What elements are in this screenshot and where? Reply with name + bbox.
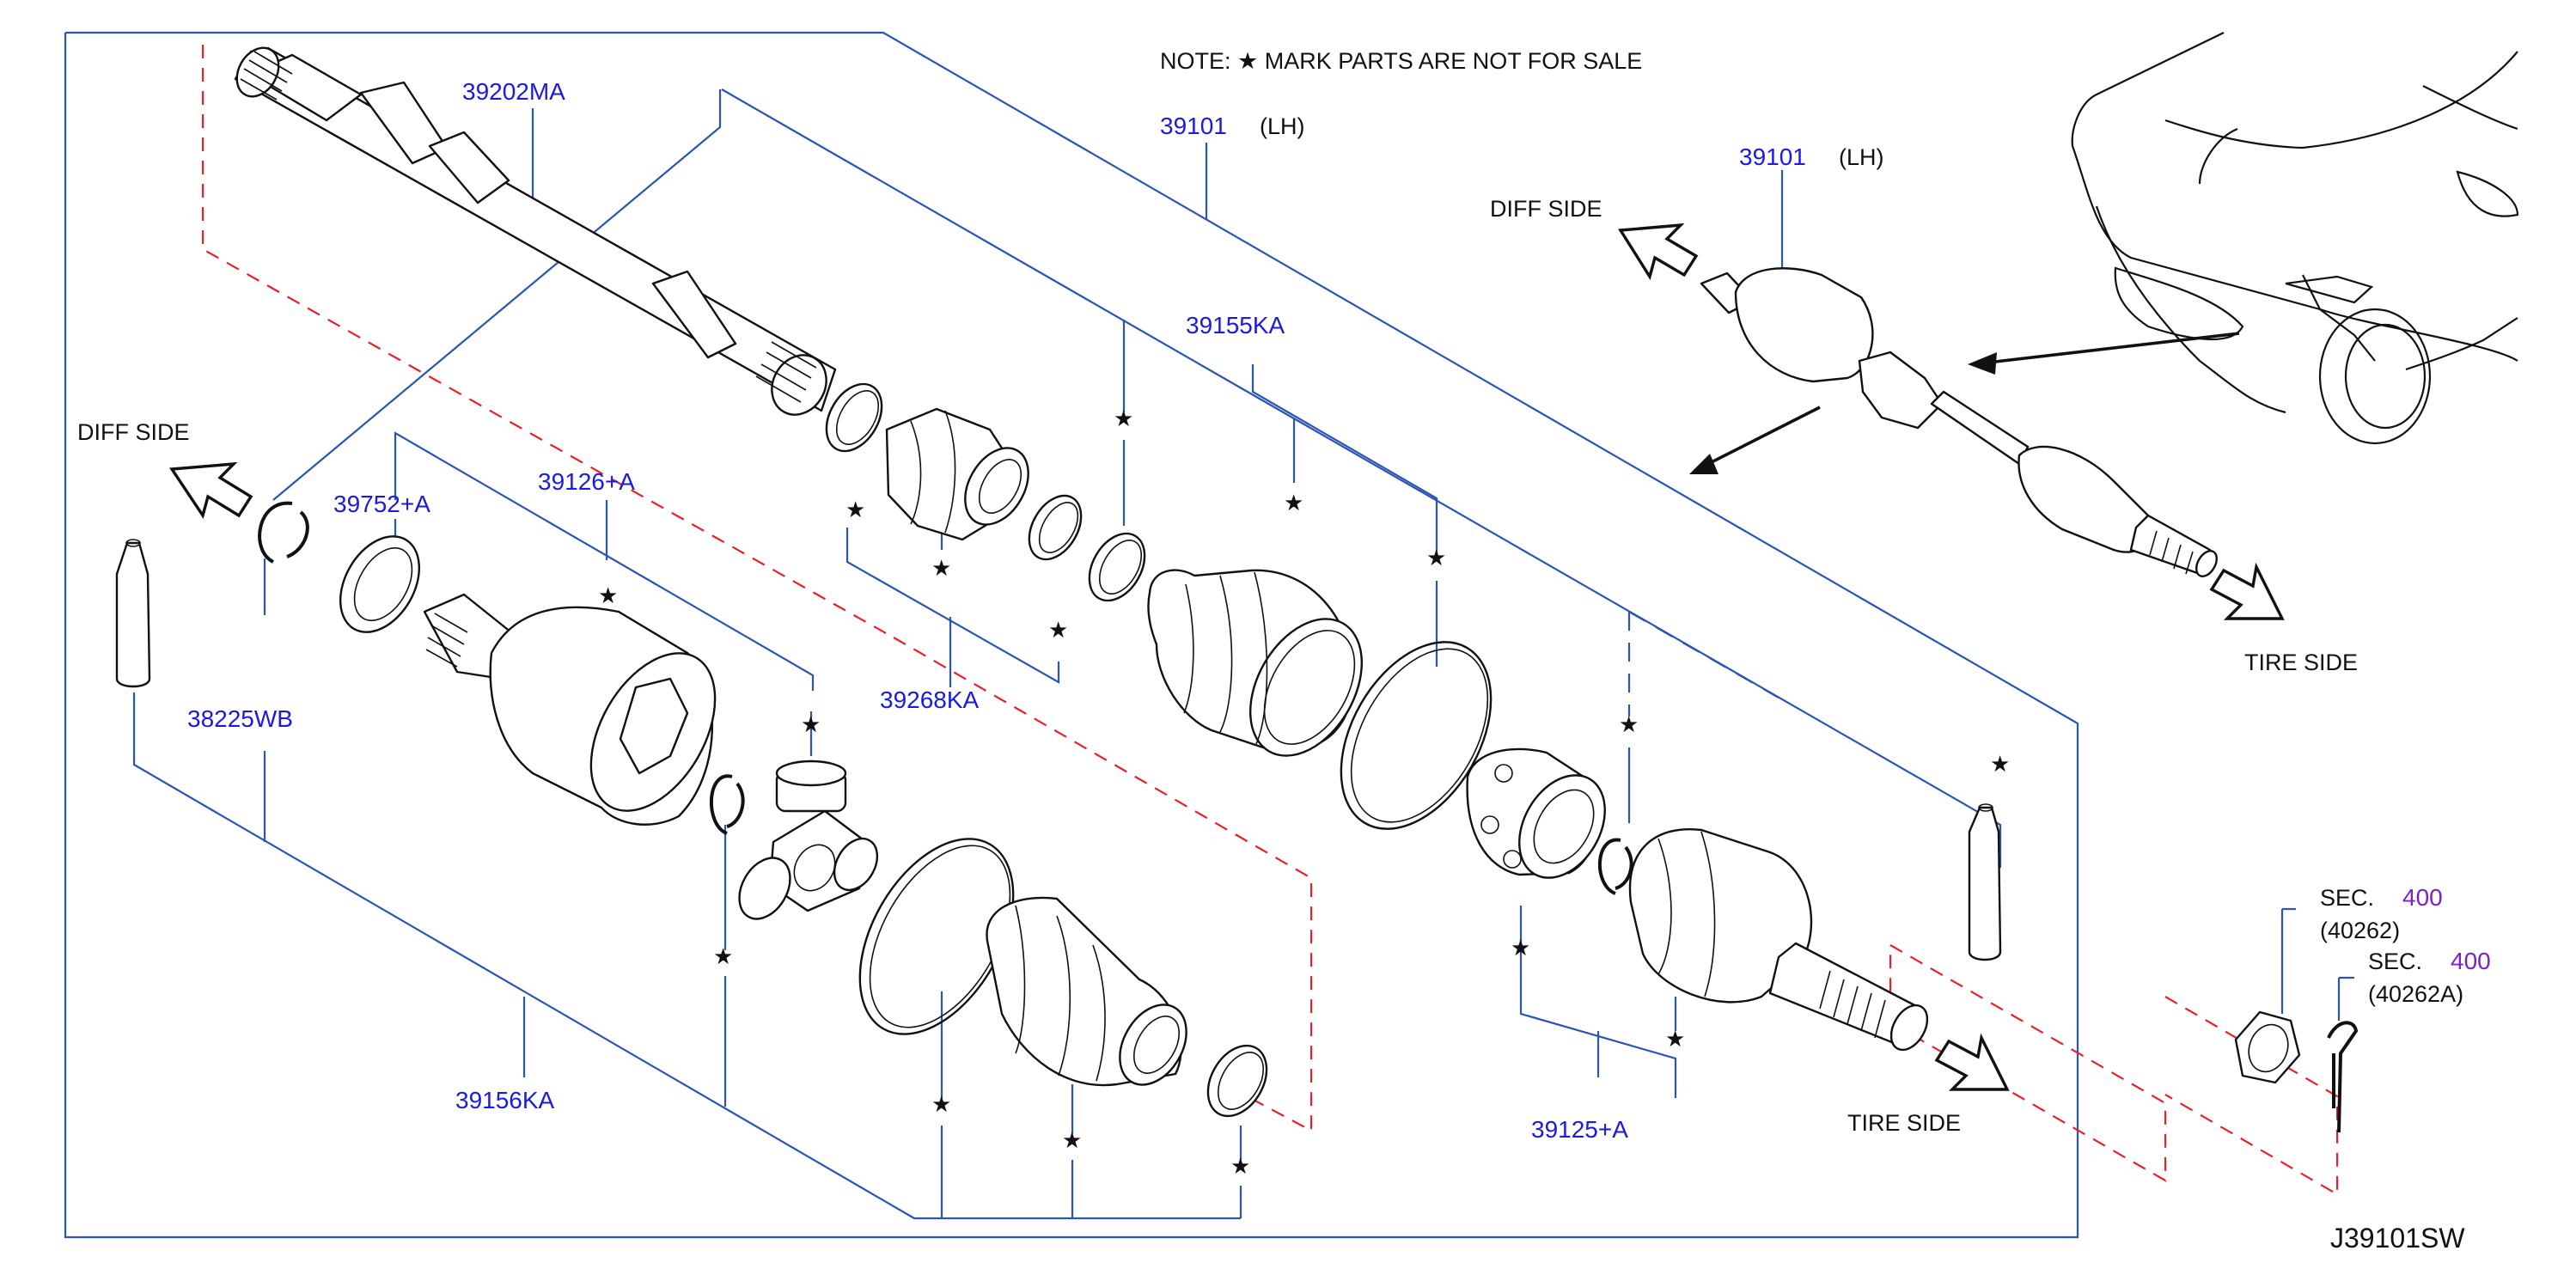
seal-ring-39752 [339,535,421,633]
joint-housing [423,593,717,826]
part-number-39101-inset: 39101 [1739,143,1806,170]
tire-side-label-inset: TIRE SIDE [2244,650,2358,675]
tire-side-arrow-main [1934,1033,2010,1091]
not-for-sale-marks: ★ ★ ★ ★ ★ ★ ★ ★ ★ ★ ★ ★ ★ ★ ★ ★ [598,406,2010,1179]
snap-ring-left [258,501,309,564]
star-mark: ★ [598,583,618,608]
section-prefix-2: SEC. [2368,949,2422,974]
diff-side-arrow-left [168,461,253,520]
side-indicator-main: (LH) [1260,113,1305,139]
star-mark: ★ [1990,751,2010,777]
section-number-1: 400 [2402,884,2443,911]
star-mark: ★ [1619,711,1639,737]
inset-car-outline [2071,32,2519,445]
grease-tube-right [1968,803,2002,961]
star-mark: ★ [713,943,733,969]
note-text: NOTE: ★ MARK PARTS ARE NOT FOR SALE [1160,48,1642,74]
star-mark: ★ [1665,1026,1685,1052]
tire-side-arrow-inset [2209,562,2285,620]
ball-cage [1466,747,1606,879]
part-number-39126A: 39126+A [538,468,635,495]
part-number-38225WB: 38225WB [187,705,293,732]
star-mark: ★ [1230,1153,1250,1179]
outer-cv-joint [1628,827,1929,1052]
part-number-39752A: 39752+A [333,491,430,517]
small-band-inner [1206,1044,1268,1118]
part-number-39101-main: 39101 [1160,113,1227,139]
leader-lines [132,89,2354,1220]
diff-side-arrow-inset [1618,223,1699,281]
star-mark: ★ [1114,406,1133,431]
outer-boot [1147,569,1364,757]
inner-boot-lower [986,896,1187,1087]
diagram-id: J39101SW [2330,1223,2465,1254]
circlip-outer [1597,838,1633,895]
part-number-39156KA: 39156KA [455,1087,555,1113]
cotter-pin [2327,1021,2358,1133]
section-number-2: 400 [2451,948,2491,974]
part-number-39202MA: 39202MA [462,78,565,105]
star-mark: ★ [1284,490,1303,515]
inset-pointer-arrows [1689,332,2240,474]
tripod-spider [738,760,879,920]
diff-side-label-left: DIFF SIDE [77,419,190,445]
band-clamp-upper-1 [825,382,883,453]
band-clamp-upper-3 [1088,532,1146,602]
section-code-1: (40262) [2320,918,2400,943]
star-mark: ★ [931,555,951,581]
star-mark: ★ [801,711,821,737]
part-number-39155KA: 39155KA [1186,312,1285,339]
assembly-frame [64,31,2079,1239]
part-number-39125A: 39125+A [1531,1116,1628,1143]
circlip-inner [710,774,745,835]
drive-shaft [234,46,837,416]
star-mark: ★ [1511,935,1530,961]
star-mark: ★ [1426,545,1446,570]
star-mark: ★ [1062,1127,1082,1153]
star-mark: ★ [931,1091,951,1117]
diff-side-label-inset: DIFF SIDE [1490,196,1602,222]
side-indicator-inset: (LH) [1839,144,1884,170]
inset-assembled-shaft [1700,267,2218,577]
labels: NOTE: ★ MARK PARTS ARE NOT FOR SALE 3920… [77,48,2491,1254]
star-mark: ★ [845,497,865,522]
tire-side-label-main: TIRE SIDE [1847,1110,1961,1136]
star-mark: ★ [1048,617,1068,643]
part-number-39268KA: 39268KA [880,686,980,713]
section-prefix-1: SEC. [2320,885,2374,911]
grease-tube-left [115,539,151,688]
inner-boot-upper [885,407,1029,541]
hub-nut [2234,1010,2301,1084]
large-band-inner [858,838,1015,1035]
section-code-2: (40262A) [2368,981,2463,1007]
band-clamp-upper-2 [1028,494,1083,561]
